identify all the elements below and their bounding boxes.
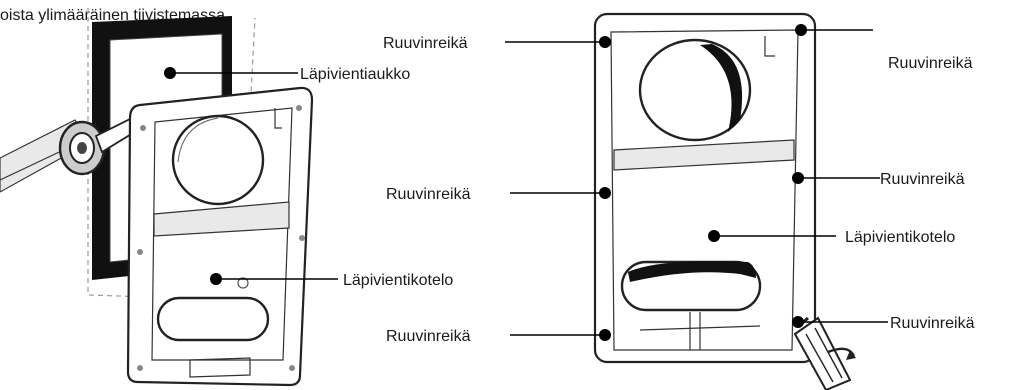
housing-right: [593, 12, 817, 364]
housing-left: [126, 86, 314, 387]
left-illustration: Läpivientiaukko Läpivientikotelo: [0, 8, 453, 387]
label-screw-hole-left-bottom: Ruuvinreikä: [386, 328, 471, 345]
label-opening: Läpivientiaukko: [300, 66, 410, 83]
label-screw-hole-left-top: Ruuvinreikä: [383, 35, 468, 52]
label-housing-left: Läpivientikotelo: [343, 272, 453, 289]
label-screw-hole-right-middle: Ruuvinreikä: [880, 171, 965, 188]
label-screw-hole-right-bottom: Ruuvinreikä: [890, 315, 975, 332]
label-screw-hole-left-middle: Ruuvinreikä: [386, 186, 471, 203]
right-illustration: Ruuvinreikä Ruuvinreikä Ruuvinreikä Ruuv…: [383, 12, 975, 390]
caulk-gun-icon: [0, 116, 140, 193]
label-housing-right: Läpivientikotelo: [845, 229, 955, 246]
label-screw-hole-right-top: Ruuvinreikä: [888, 55, 973, 72]
